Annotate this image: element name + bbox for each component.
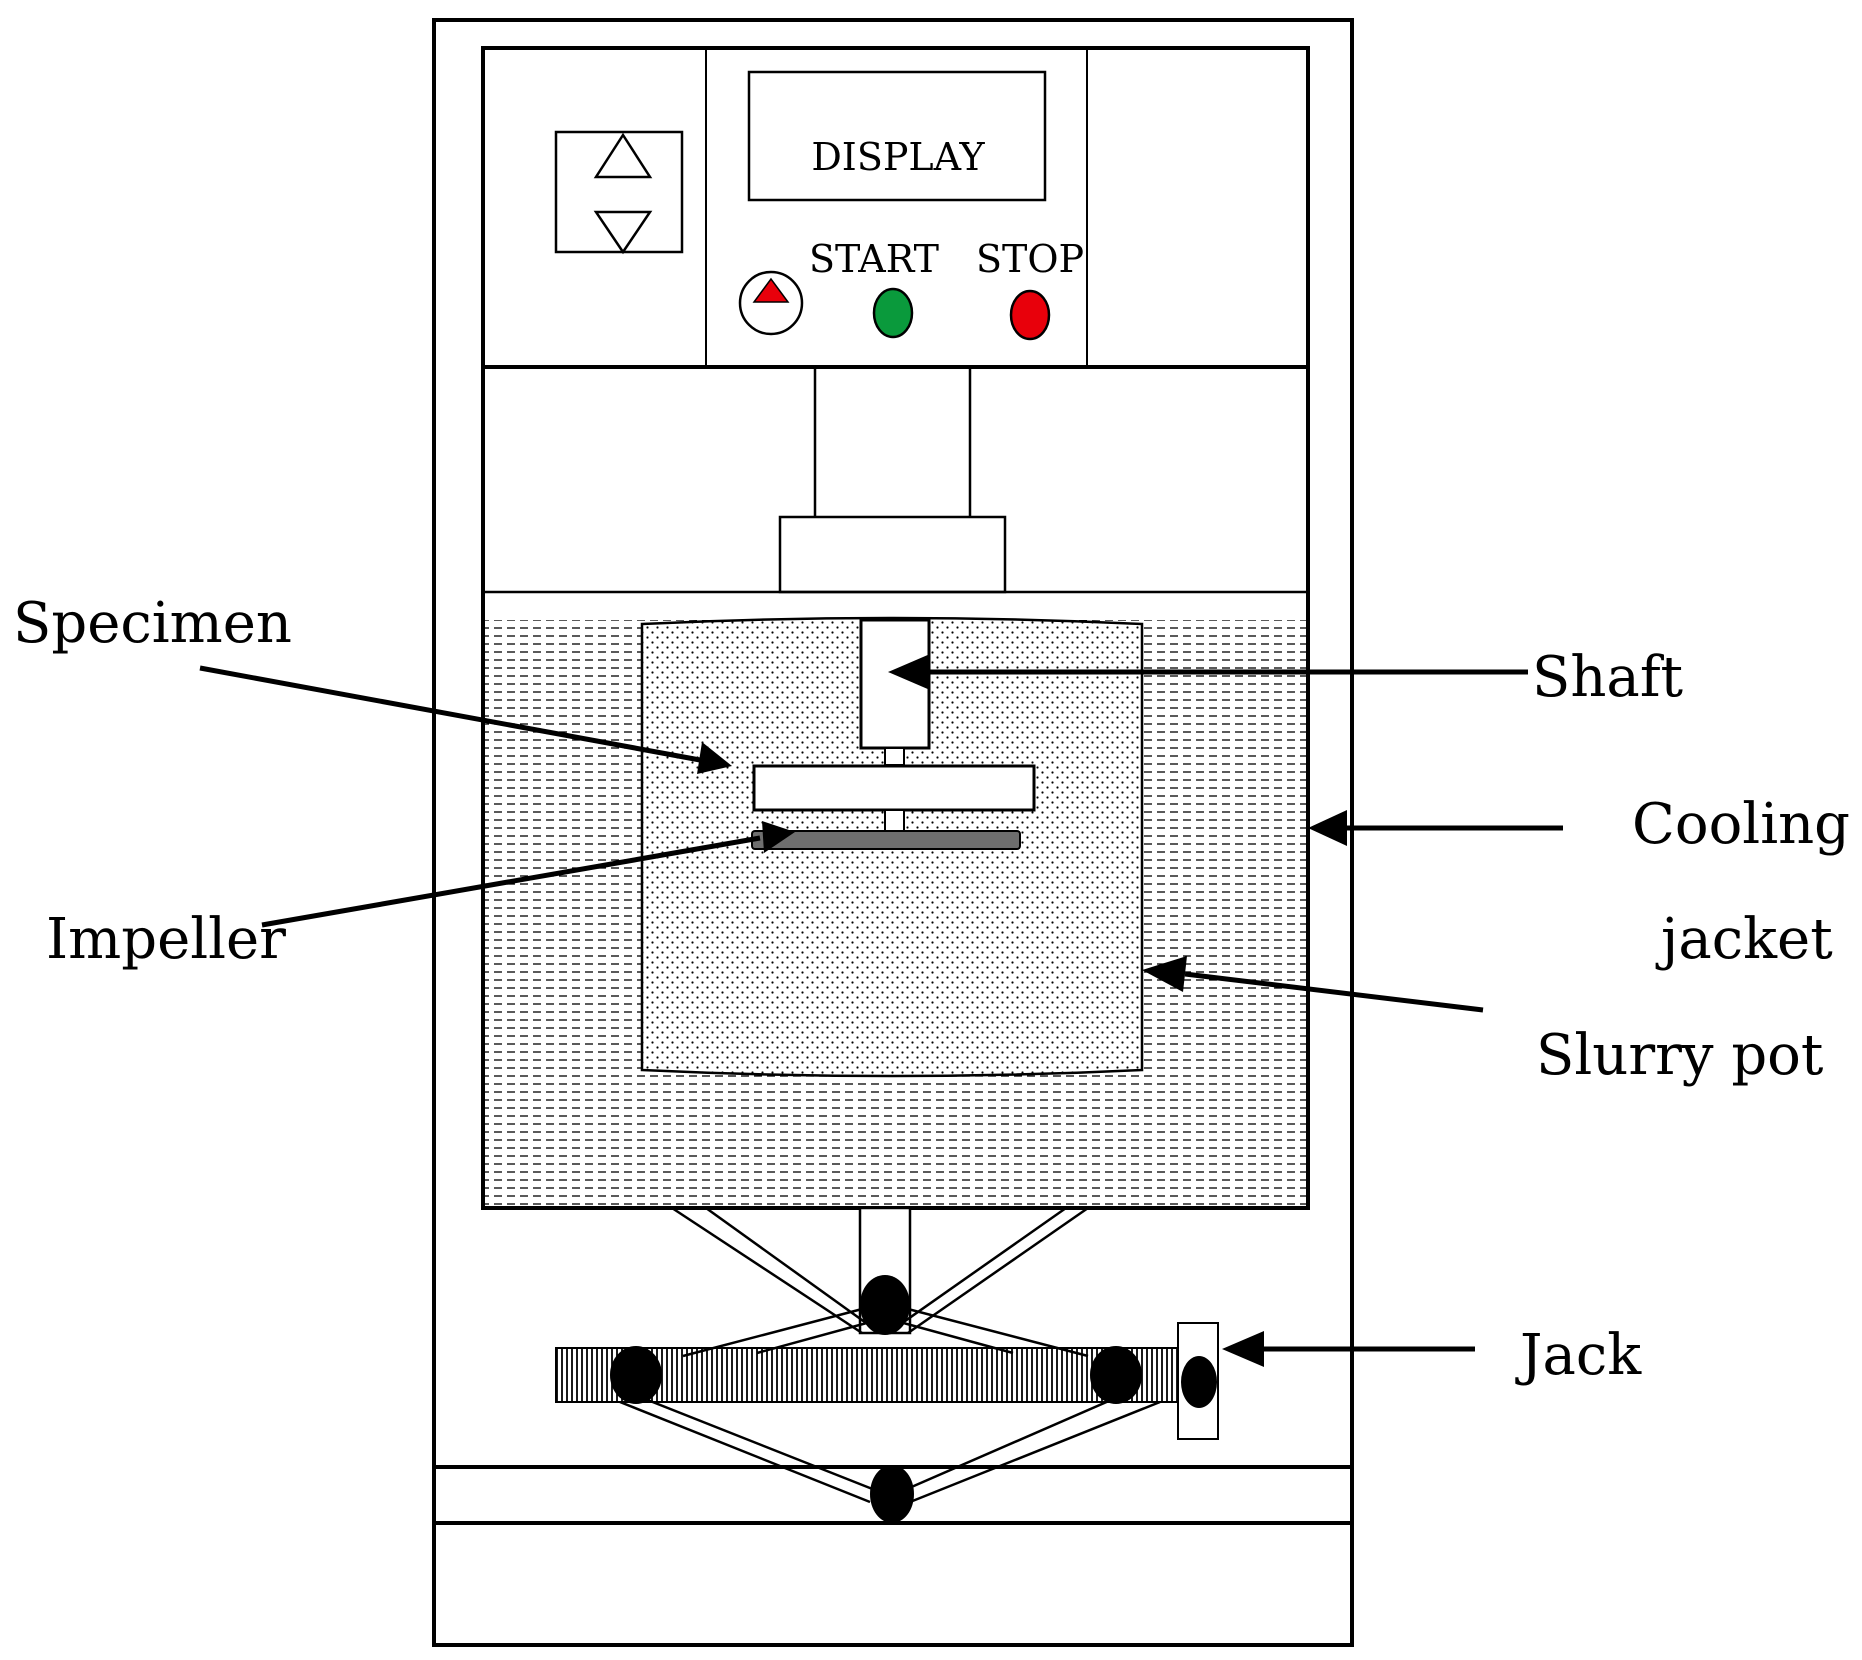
motor-block: [778, 515, 1007, 594]
stop-label: STOP: [976, 237, 1084, 281]
cooling-jacket-pointer: [1308, 810, 1563, 846]
jack-label: Jack: [1515, 1323, 1642, 1388]
pivot-top: [860, 1275, 910, 1335]
jack-arm-ll-1: [639, 1395, 881, 1494]
jack-handle-knob: [1181, 1356, 1217, 1408]
start-label: START: [809, 237, 939, 281]
jack-arm-lr-2: [909, 1400, 1161, 1504]
outer-frame: [432, 18, 1354, 1647]
impeller-label: Impeller: [46, 907, 286, 972]
specimen-pointer: [199, 665, 732, 774]
down-triangle-icon[interactable]: [593, 210, 653, 255]
specimen: [752, 764, 1036, 812]
up-triangle-icon[interactable]: [593, 132, 653, 179]
jack-arm-ll-2: [619, 1400, 871, 1504]
shaft-lower-connector: [884, 809, 905, 832]
display-label: DISPLAY: [811, 135, 985, 179]
leg-upper-left-1: [671, 1206, 863, 1335]
jack-pointer: [1222, 1331, 1475, 1367]
cooling-jacket-label-line1: Cooling: [1632, 792, 1850, 857]
display-screen: [747, 70, 1047, 202]
jack-arm-lr-1: [899, 1395, 1119, 1494]
slurry-pot-label: Slurry pot: [1536, 1023, 1824, 1088]
pivot-right: [1090, 1346, 1142, 1404]
shaft-upper-connector: [884, 747, 905, 766]
stop-button[interactable]: [1009, 289, 1051, 341]
pivot-left: [610, 1346, 662, 1404]
leg-upper-right-1: [907, 1206, 1089, 1335]
leg-upper-left-2: [705, 1206, 881, 1335]
up-down-control[interactable]: [554, 130, 684, 254]
shaft-label: Shaft: [1532, 645, 1684, 710]
indicator-dial[interactable]: [738, 270, 804, 336]
shaft-pointer: [888, 654, 1528, 690]
specimen-label: Specimen: [13, 591, 292, 656]
indicator-arrow-icon: [752, 277, 790, 303]
start-button[interactable]: [872, 287, 914, 339]
impeller-pointer: [261, 821, 795, 928]
cooling-jacket-label-line2: jacket: [1655, 907, 1833, 972]
leg-upper-right-2: [887, 1206, 1067, 1335]
pivot-bottom: [870, 1465, 914, 1523]
slurry-pot-pointer: [1142, 956, 1484, 1013]
